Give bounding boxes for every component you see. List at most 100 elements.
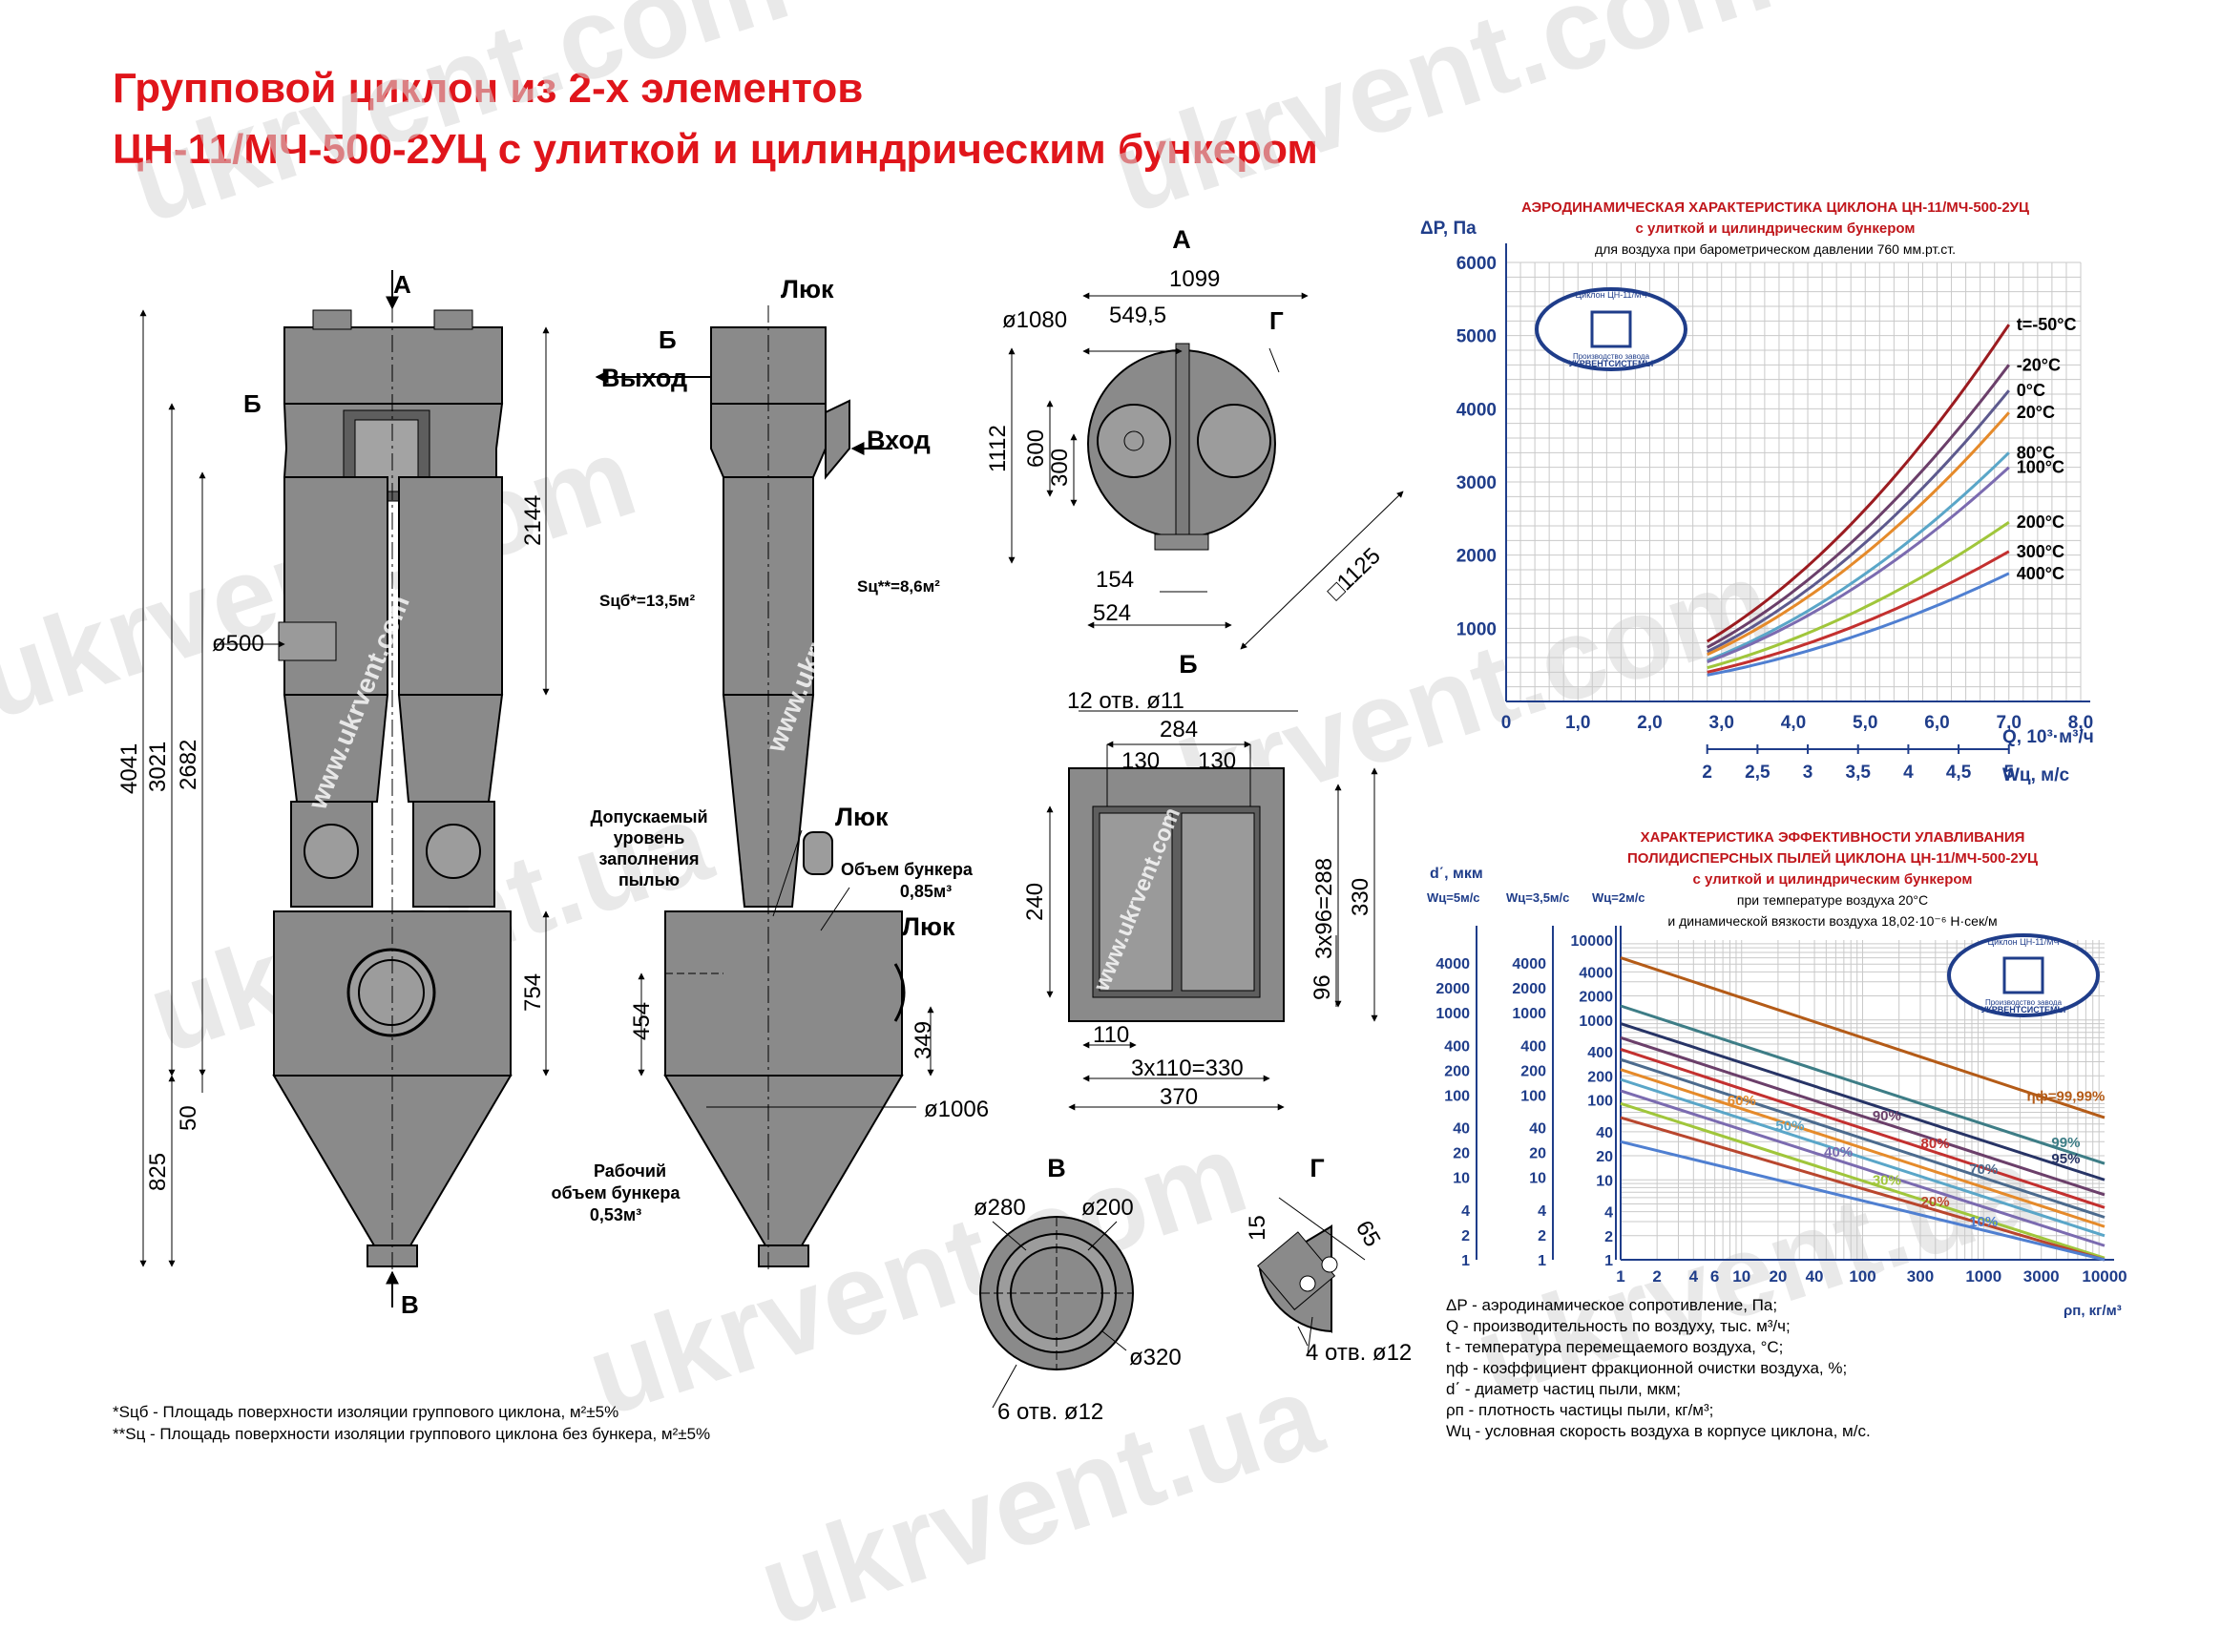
view-g-dim-holes: 4 отв. ø12 <box>1306 1340 1412 1366</box>
side-label-s-total: Sцб*=13,5м² <box>599 592 695 610</box>
series-label: 400°C <box>2017 564 2064 583</box>
chart2-subtitle3: при температуре воздуха 20°С <box>1737 892 1928 908</box>
series-line <box>1707 550 2010 674</box>
logo-text: Производство завода <box>1573 352 1650 361</box>
y-tick-label: 4 <box>1461 1203 1470 1220</box>
view-a-dim-1112: 1112 <box>985 425 1011 472</box>
front-dim-754: 754 <box>520 973 546 1012</box>
y-tick-label: 40 <box>1596 1125 1613 1141</box>
view-b-dim-96: 96 <box>1310 974 1335 1000</box>
chart2-col-c: Wц=2м/с <box>1592 890 1645 905</box>
front-dim-825: 825 <box>145 1153 171 1191</box>
side-dim-349: 349 <box>911 1021 936 1059</box>
view-v-dim-d200: ø200 <box>1081 1195 1134 1221</box>
y-tick-label: 2000 <box>1579 990 1613 1006</box>
series-label: -20°C <box>2017 355 2061 374</box>
y-tick-label: 400 <box>1520 1038 1546 1055</box>
y-tick-label: 4 <box>1604 1205 1613 1222</box>
side-label-b: Б <box>659 325 677 354</box>
x-tick-label: 2,0 <box>1637 713 1662 733</box>
y-tick-label: 1000 <box>1435 1006 1470 1022</box>
page-title-line2: ЦН-11/МЧ-500-2УЦ с улиткой и цилиндричес… <box>113 126 1318 173</box>
series-line <box>1707 411 2010 657</box>
series-label: t=-50°C <box>2017 315 2077 334</box>
y-tick-label: 2000 <box>1456 547 1497 567</box>
series-label: ηф=99,99% <box>2026 1089 2105 1105</box>
front-dim-4041: 4041 <box>116 743 142 794</box>
y-tick-label: 40 <box>1529 1121 1546 1138</box>
footnote: *Sцб - Площадь поверхности изоляции груп… <box>113 1403 619 1421</box>
x-tick-label: 1000 <box>1965 1267 2001 1286</box>
x-tick-label: 5,0 <box>1853 713 1877 733</box>
logo-brand: УКРВЕНТСИСТЕМЫ <box>1569 359 1654 368</box>
view-b-label: Б <box>1179 650 1197 679</box>
series-line <box>1706 364 2010 649</box>
side-label-luk-low: Люк <box>902 912 955 941</box>
side-view: Люк Б Выход Вход Sцб*=13,5м² Sц**=8,6м² … <box>552 275 989 1274</box>
series-line <box>1620 1140 2106 1262</box>
chart2-legend-item: Q - производительность по воздуху, тыс. … <box>1446 1317 1791 1335</box>
y-tick-label: 4000 <box>1435 956 1470 972</box>
drawing-canvas: А Б В ø500 4041 3021 2682 2144 754 825 5… <box>116 199 2127 1440</box>
view-a: А Г 1099 ø1080 549,5 1112 600 300 154 52… <box>985 225 1404 650</box>
series-line <box>1620 956 2106 1119</box>
view-b-dim-284: 284 <box>1160 717 1198 742</box>
chart2-legend-item: ΔP - аэродинамическое сопротивление, Па; <box>1446 1296 1777 1314</box>
view-b-dim-110: 110 <box>1093 1022 1129 1048</box>
side-label-exit: Выход <box>601 364 687 392</box>
x-tick-label: 1,0 <box>1565 713 1590 733</box>
x-tick-label: 100 <box>1849 1267 1875 1286</box>
chart1-subtitle2: для воздуха при барометрическом давлении… <box>1595 241 1956 257</box>
front-label-b: Б <box>243 389 262 418</box>
y-tick-label: 200 <box>1520 1063 1546 1079</box>
y-tick-label: 1 <box>1604 1253 1613 1269</box>
series-label: 30% <box>1873 1172 1901 1188</box>
y-tick-label: 10 <box>1529 1171 1546 1187</box>
chart2-ylabel: d΄, мкм <box>1430 866 1483 882</box>
series-label: 99% <box>2051 1135 2080 1151</box>
view-b: Б 12 отв. ø11 284 130 130 240 330 3x96=2… <box>1022 650 1378 1111</box>
side-label-bunker-volume: 0,85м³ <box>900 882 952 901</box>
y-tick-label: 4000 <box>1579 965 1613 981</box>
x-tick-label: 20 <box>1769 1267 1787 1286</box>
y-tick-label: 2 <box>1604 1229 1613 1245</box>
y-tick-label: 6000 <box>1456 254 1497 274</box>
footnote: **Sц - Площадь поверхности изоляции груп… <box>113 1425 711 1443</box>
y-tick-label: 2 <box>1461 1228 1470 1244</box>
side-label-allowed-level: пылью <box>618 870 680 889</box>
x-tick-label: 1 <box>1616 1267 1624 1286</box>
view-a-label: А <box>1172 225 1191 254</box>
series-label: 50% <box>1775 1118 1804 1134</box>
x-tick-label: 0 <box>1501 713 1512 733</box>
chart2-legend-item: Wц - условная скорость воздуха в корпусе… <box>1446 1422 1871 1440</box>
y-tick-label: 20 <box>1453 1146 1470 1162</box>
chart1-ylabel: ΔP, Па <box>1420 219 1477 239</box>
y-tick-label: 5000 <box>1456 327 1497 347</box>
y-tick-label: 400 <box>1587 1045 1613 1061</box>
series-label: 40% <box>1824 1144 1853 1161</box>
chart2-subtitle1: ПОЛИДИСПЕРСНЫХ ПЫЛЕЙ ЦИКЛОНА ЦН-11/МЧ-50… <box>1627 849 2038 867</box>
chart2-legend-item: ρп - плотность частицы пыли, кг/м³; <box>1446 1401 1713 1419</box>
view-a-dim-600: 600 <box>1023 429 1049 468</box>
x2-tick-label: 2 <box>1702 763 1712 783</box>
series-line <box>1620 1057 2106 1219</box>
x-tick-label: 4,0 <box>1781 713 1806 733</box>
side-dim-454: 454 <box>629 1002 655 1040</box>
y-tick-label: 200 <box>1587 1069 1613 1085</box>
x2-tick-label: 3 <box>1803 763 1813 783</box>
side-label-allowed-level: уровень <box>614 828 685 847</box>
y-tick-label: 100 <box>1444 1088 1470 1104</box>
series-line <box>1620 1048 2106 1209</box>
y-tick-label: 100 <box>1587 1094 1613 1110</box>
view-a-dim-1125: □1125 <box>1322 543 1385 605</box>
series-line <box>1706 324 2011 643</box>
series-line <box>1620 1035 2106 1197</box>
side-label-s-no-bunker: Sц**=8,6м² <box>857 577 940 596</box>
series-label: 100°C <box>2017 458 2064 477</box>
front-dim-2144: 2144 <box>520 495 546 546</box>
page-title-line1: Групповой циклон из 2-х элементов <box>113 65 864 112</box>
view-a-dim-154: 154 <box>1096 567 1134 593</box>
y-tick-label: 2000 <box>1512 981 1546 997</box>
series-line <box>1620 1116 2106 1262</box>
view-v-dim-holes: 6 отв. ø12 <box>997 1399 1103 1425</box>
